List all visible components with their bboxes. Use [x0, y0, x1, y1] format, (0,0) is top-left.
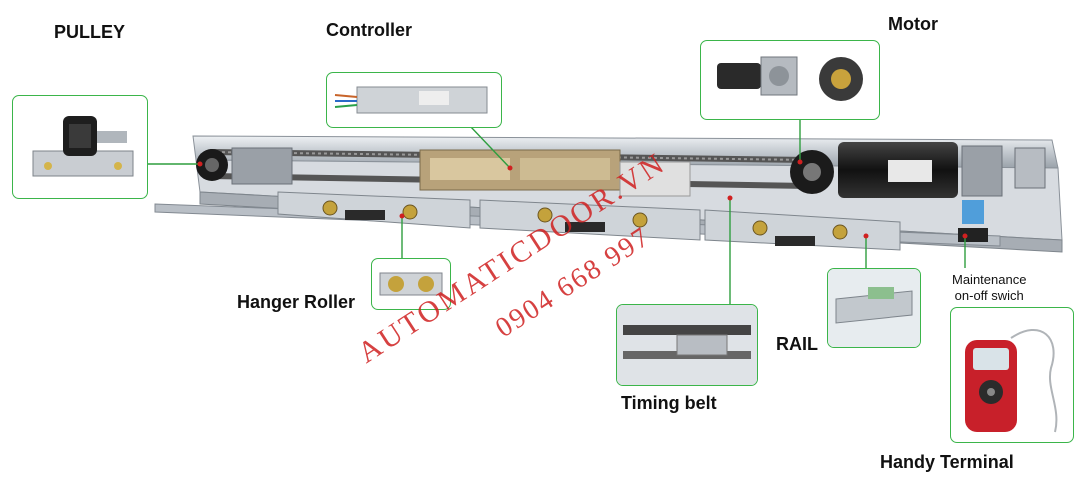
rail-photo — [828, 269, 920, 347]
hanger-roller-photo-callout — [371, 258, 451, 310]
motor-label: Motor — [888, 14, 938, 34]
controller-label: Controller — [326, 20, 413, 40]
motor-photo — [717, 56, 863, 101]
timing-belt-photo — [617, 305, 757, 385]
handy-terminal-label: Handy Terminal — [880, 452, 1014, 472]
hanger-carriages — [277, 191, 901, 251]
pulley-photo — [32, 116, 134, 177]
controller-photo — [334, 86, 488, 114]
handy-terminal-photo-callout — [950, 307, 1074, 443]
pulley-label: PULLEY — [54, 22, 126, 42]
controller-photo-callout — [326, 72, 502, 128]
marker-dots — [197, 159, 968, 239]
maintenance-switch — [958, 200, 988, 242]
pulley-photo-callout — [12, 95, 148, 199]
rail-photo-callout — [827, 268, 921, 348]
hanger-roller-photo — [379, 272, 443, 296]
leader-lines — [146, 118, 966, 304]
maintenance-switch-label: Maintenance on-off swich — [952, 272, 1026, 304]
rail-label: RAIL — [776, 334, 818, 354]
maintenance-label-line1: Maintenance — [952, 272, 1027, 287]
maintenance-label-line2: on-off swich — [954, 288, 1024, 303]
motor-photo-callout — [700, 40, 880, 120]
timing-belt-label: Timing belt — [621, 393, 717, 413]
hanger-roller-label: Hanger Roller — [237, 292, 356, 312]
pulley-wheel — [196, 147, 293, 185]
handy-terminal-photo — [965, 328, 1058, 433]
timing-belt-photo-callout — [616, 304, 758, 386]
motor-unit — [790, 142, 1046, 198]
controller-unit — [419, 149, 691, 197]
